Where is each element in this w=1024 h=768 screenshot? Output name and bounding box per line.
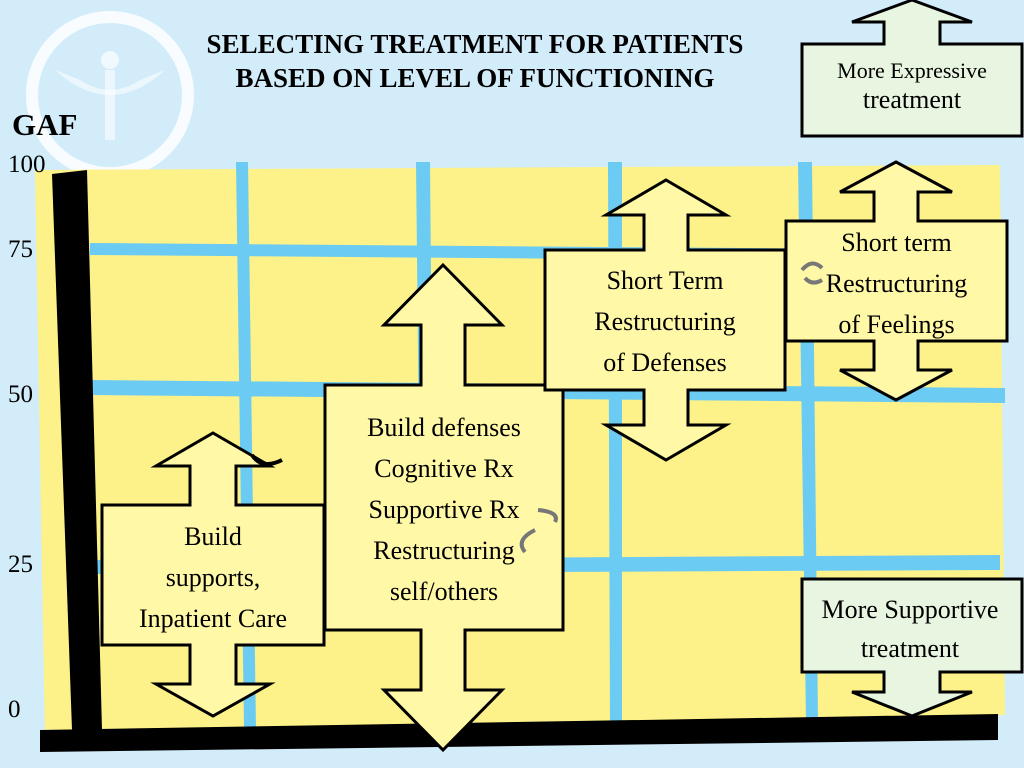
box-feelings-line: of Feelings — [838, 310, 955, 340]
box-feelings-line: Short term — [841, 228, 952, 257]
box-low-line: Build — [184, 522, 242, 551]
title-line-2: BASED ON LEVEL OF FUNCTIONING — [235, 62, 715, 93]
curl-icon — [519, 508, 558, 554]
box-defenses-line: of Defenses — [603, 348, 727, 378]
curl-icon — [800, 261, 824, 285]
x-axis — [40, 714, 998, 752]
arrow-box-feelings — [784, 160, 1009, 402]
tick-label-100: 100 — [8, 151, 46, 178]
box-mid-line: Cognitive Rx — [374, 454, 514, 484]
box-feelings-line: Restructuring — [825, 269, 968, 299]
arrow-more-supportive — [800, 577, 1024, 718]
tick-label-0: 0 — [8, 696, 21, 723]
legend-expressive-line1: More Expressive — [837, 58, 987, 83]
box-low-line: supports, — [165, 563, 261, 593]
box-low-text: Build supports, Inpatient Care — [104, 516, 322, 639]
tick-label-75: 75 — [8, 236, 33, 263]
box-low-line: Inpatient Care — [139, 604, 287, 634]
box-defenses-text: Short Term Restructuring of Defenses — [547, 260, 783, 383]
box-mid-text: Build defenses Cognitive Rx Supportive R… — [327, 407, 561, 612]
box-mid-line: Restructuring — [373, 536, 515, 566]
axis-label-gaf: GAF — [12, 107, 78, 142]
legend-supportive-line2: treatment — [860, 634, 960, 663]
box-feelings-text: Short term Restructuring of Feelings — [788, 222, 1005, 345]
legend-expressive-line2: treatment — [862, 85, 962, 115]
box-mid-line: self/others — [389, 577, 499, 607]
box-defenses-line: Short Term — [606, 266, 724, 295]
tick-label-50: 50 — [8, 381, 33, 408]
arrow-more-expressive — [800, 0, 1024, 138]
curl-icon — [250, 453, 283, 466]
box-defenses-line: Restructuring — [594, 307, 736, 337]
box-mid-line: Build defenses — [367, 413, 521, 442]
box-mid-line: Supportive Rx — [368, 495, 520, 525]
y-axis — [52, 170, 102, 730]
arrow-box-low — [100, 431, 326, 718]
tick-label-25: 25 — [8, 551, 33, 578]
legend-more-expressive: More Expressive treatment — [804, 58, 1020, 116]
title-line-1: SELECTING TREATMENT FOR PATIENTS — [206, 29, 744, 59]
page-title: SELECTING TREATMENT FOR PATIENTS BASED O… — [110, 28, 840, 96]
arrow-box-mid — [323, 262, 565, 753]
legend-more-supportive: More Supportive treatment — [790, 590, 1024, 668]
arrow-box-defenses — [543, 178, 787, 462]
legend-supportive-line1: More Supportive — [821, 595, 999, 624]
